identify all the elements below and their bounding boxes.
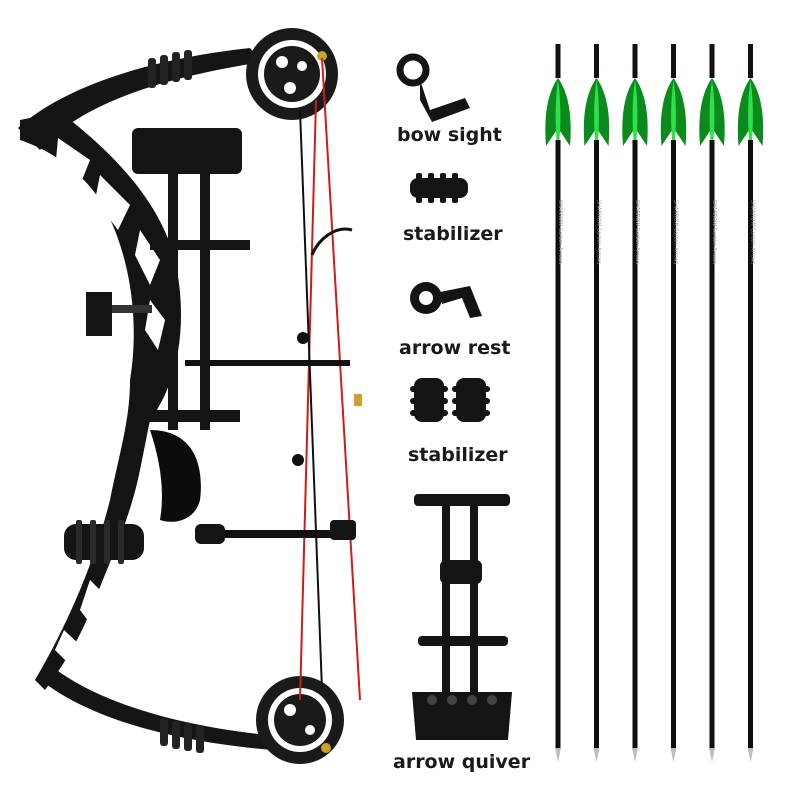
arrow-cock-vane	[555, 80, 561, 145]
arrow-vane	[558, 78, 571, 146]
arrow-shaft-print: SHARROW Carbon Arrows	[750, 200, 756, 265]
stabilizer-label: stabilizer	[403, 223, 503, 245]
arrow-vane	[583, 78, 597, 146]
arrow-shaft-print: SHARROW Carbon Arrows	[673, 200, 679, 265]
arrow-shaft-print: SHARROW Carbon Arrows	[711, 200, 717, 265]
nock-point	[354, 394, 362, 406]
arrow: SHARROW Carbon Arrows	[545, 44, 571, 762]
mounted-stabilizer	[64, 520, 356, 564]
arrow-vane	[622, 78, 635, 146]
arrow: SHARROW Carbon Arrows	[699, 44, 725, 762]
arrow-cock-vane	[671, 80, 676, 145]
arrow-vane	[699, 78, 712, 146]
upper-cam	[246, 28, 338, 120]
stabilizer-accessory-1	[410, 173, 468, 203]
bow-strings	[299, 57, 361, 701]
compound-bow	[18, 28, 362, 764]
arrow-vane	[750, 78, 764, 146]
arrow-tip	[709, 748, 715, 762]
grip	[150, 430, 201, 522]
lower-limb-damper	[160, 718, 204, 753]
arrow-quiver-accessory	[412, 494, 512, 740]
d-loop	[310, 227, 353, 256]
arrow: SHARROW Carbon Arrows	[622, 44, 648, 762]
arrow-vane	[673, 78, 687, 146]
upper-limb-damper	[148, 50, 192, 88]
mounted-quiver	[132, 128, 250, 430]
arrow-tip	[632, 748, 638, 762]
arrow: SHARROW Carbon Arrows	[583, 44, 610, 762]
arrow-vane	[712, 78, 725, 146]
arrow-quiver-label: arrow quiver	[393, 751, 531, 773]
arrow-shaft	[632, 140, 638, 748]
arrow-vane	[596, 78, 610, 146]
arrow-shaft	[594, 140, 599, 748]
stabilizer-label-2: stabilizer	[408, 444, 508, 466]
arrow-cock-vane	[748, 80, 753, 145]
bow-sight-accessory	[396, 53, 470, 122]
arrow-nock	[555, 44, 561, 78]
arrow-cock-vane	[594, 80, 599, 145]
arrow-nock	[709, 44, 715, 78]
arrow-shaft	[748, 140, 753, 748]
bow-sight-label: bow sight	[397, 124, 502, 146]
cable-guard	[185, 360, 350, 366]
arrow-shaft-print: SHARROW Carbon Arrows	[596, 200, 602, 265]
arrow-tip	[555, 748, 561, 762]
arrow-nock	[632, 44, 638, 78]
arrow-vane	[660, 78, 674, 146]
arrow-shaft	[671, 140, 676, 748]
lower-cam	[256, 676, 344, 764]
string-silencer	[297, 332, 309, 344]
arrow-rest-accessory	[410, 282, 482, 318]
arrows: SHARROW Carbon Arrows SHARROW Carbon Arro…	[545, 44, 764, 762]
arrow-shaft	[709, 140, 715, 748]
arrow: SHARROW Carbon Arrows	[660, 44, 687, 762]
stabilizer-accessory-2	[410, 378, 490, 422]
arrow-cock-vane	[632, 80, 638, 145]
string-silencer-2	[292, 454, 304, 466]
arrow-tip	[747, 748, 754, 762]
arrow-shaft	[555, 140, 561, 748]
arrow-shaft-print: SHARROW Carbon Arrows	[557, 200, 563, 265]
arrow-vane	[737, 78, 751, 146]
mounted-sight	[86, 292, 152, 336]
arrow-tip	[593, 748, 600, 762]
arrow-nock	[748, 44, 753, 78]
arrow-vane	[545, 78, 558, 146]
arrow-nock	[671, 44, 676, 78]
arrow-cock-vane	[709, 80, 715, 145]
arrow-tip	[670, 748, 677, 762]
arrow-nock	[594, 44, 599, 78]
arrow-vane	[635, 78, 648, 146]
arrow-shaft-print: SHARROW Carbon Arrows	[634, 200, 640, 265]
arrow-rest-label: arrow rest	[399, 337, 511, 359]
arrow: SHARROW Carbon Arrows	[737, 44, 764, 762]
